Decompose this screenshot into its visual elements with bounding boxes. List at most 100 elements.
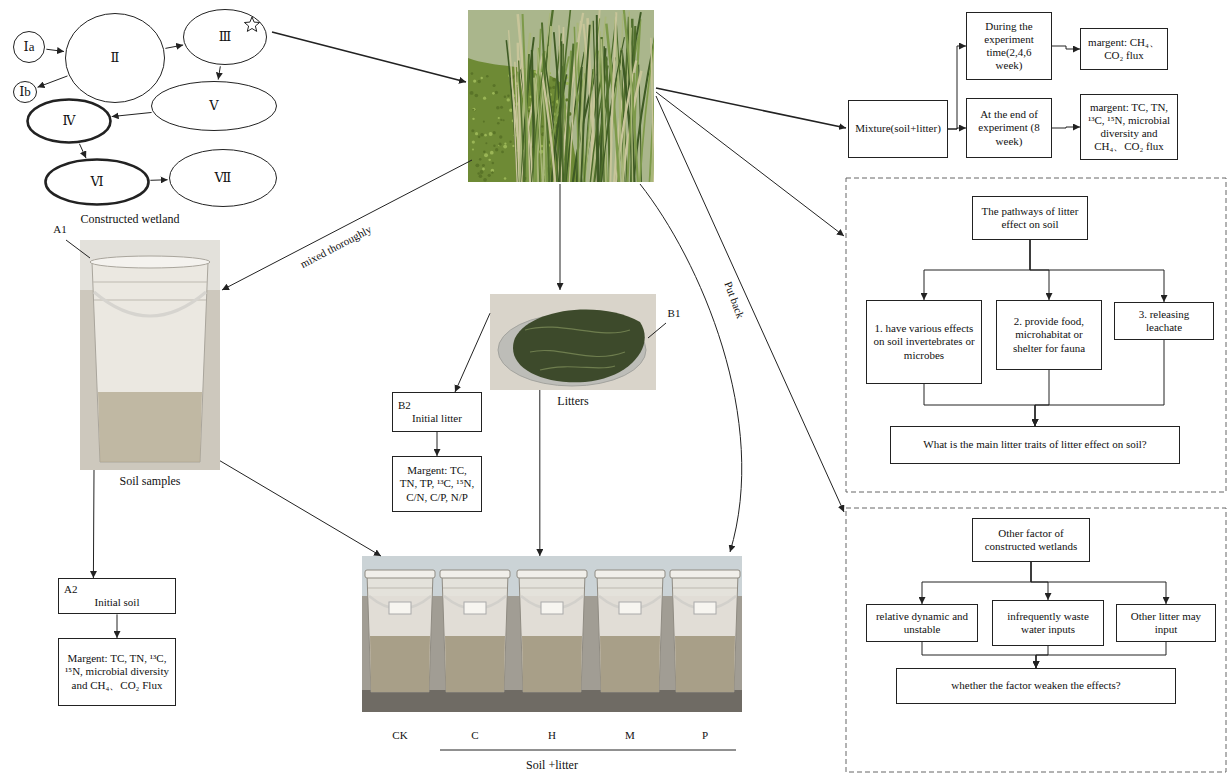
litter-strands [525,327,630,370]
reed-blade [640,34,654,182]
duckweed-dot [500,106,503,109]
flow-connector [1036,646,1048,668]
wetland-region: Ⅳ [26,98,112,144]
reed-blades [506,10,654,182]
duckweed-dot [479,174,483,178]
wetland-photo-detail [468,10,654,182]
photo-panel: Soil samples [80,240,220,470]
reed-blade [561,13,583,182]
duckweed-dot [566,82,569,85]
node-text: infrequently waste water inputs [998,610,1098,636]
reed-blade [519,60,524,182]
flow-arrow [656,96,844,512]
duckweed-dot [500,119,502,121]
flow-connector [112,112,152,116]
duckweed-dot [491,171,494,174]
reed-blade [569,21,580,182]
process-box: The pathways of litter effect on soil [972,196,1088,240]
duckweed-dot [489,132,493,136]
flow-connector [437,432,438,456]
duckweed-dot [482,164,485,167]
region-outline [152,82,277,131]
duckweed-dot [529,106,531,108]
duckweed-dot [501,151,504,154]
process-box: 1. have various effects on soil inverteb… [866,300,982,384]
flow-connector [924,384,1035,426]
flow-connector [1052,46,1080,49]
bucket-body [92,262,208,462]
wetland-region: Ⅶ [168,148,278,208]
node-text: During the experiment time(2,4,6 week) [972,20,1046,73]
flow-connector [1035,370,1049,426]
duckweed-dot [527,110,529,112]
group-bracket [440,750,736,751]
flow-connector [539,390,540,556]
node-text: margent: CH₄、CO₂ flux [1086,36,1162,62]
reed-blade [556,10,570,182]
callout-number: A2 [64,583,170,596]
duckweed-dot [478,135,481,138]
litter-mass [513,309,645,382]
duckweed-dot [495,91,498,94]
process-box: margent: TC, TN, ¹³C, ¹⁵N, microbial div… [1080,94,1178,160]
node-text: Initial litter [398,412,476,425]
node-text: Initial soil [64,596,170,609]
flow-connector [948,128,966,129]
bucket-handle [94,292,206,316]
process-box: A2Initial soil [58,578,176,614]
duckweed-dot [472,109,474,111]
duckweed-dot [482,168,485,171]
node-text: Ⅶ [215,170,232,186]
flow-connector [1031,562,1166,604]
reed-blade [651,26,654,182]
reed-blade [574,27,578,182]
duckweed-dot [493,84,496,87]
wetland-region: Ⅵ [44,158,150,206]
flow-connector [79,144,86,158]
node-text: Litters [490,394,656,408]
region-outline [66,14,165,103]
node-text: Ⅱ [111,50,120,66]
process-box: During the experiment time(2,4,6 week) [966,12,1052,80]
flow-connector [220,461,381,556]
bucket [595,570,665,692]
reed-blade [619,14,623,182]
region-outline [14,32,45,63]
reed-blade [624,10,638,182]
flow-arrow [222,160,472,290]
duckweed-dot [493,145,495,147]
duckweed-dot [493,131,496,134]
leader-line [66,240,90,258]
reed-blade [639,13,654,182]
node-text: Margent: TC, TN, ¹³C, ¹⁵N, microbial div… [64,652,170,692]
leader-line [648,323,666,338]
node-text: 1. have various effects on soil inverteb… [872,322,976,362]
duckweed-dot [484,153,488,157]
bucket [670,570,740,692]
reed-blade [581,25,590,182]
region-outline [184,10,267,65]
duckweed-dot [472,140,475,143]
treatment-label: H [548,729,556,742]
wetland-region: Ⅱ [64,12,166,104]
soil-photo [80,240,220,470]
duckweed-dot [483,178,487,182]
reed-blade [590,10,599,182]
duckweed-dot [473,108,476,111]
flow-connector [37,76,67,87]
duckweed-dot [541,125,543,127]
duckweed-dot [507,98,510,101]
flow-connector [150,179,167,181]
duckweed-dot [480,170,484,174]
duckweed-dot [486,75,489,78]
site-arrow [272,32,466,82]
node-text: The pathways of litter effect on soil [978,205,1082,231]
duckweed-dot [471,129,474,132]
process-box: infrequently waste water inputs [992,600,1104,646]
duckweed-dot [472,149,474,151]
duckweed-dot [483,97,486,100]
photo-panel: Soil +litter [362,556,742,712]
node-text: Ⅳ [63,113,76,129]
